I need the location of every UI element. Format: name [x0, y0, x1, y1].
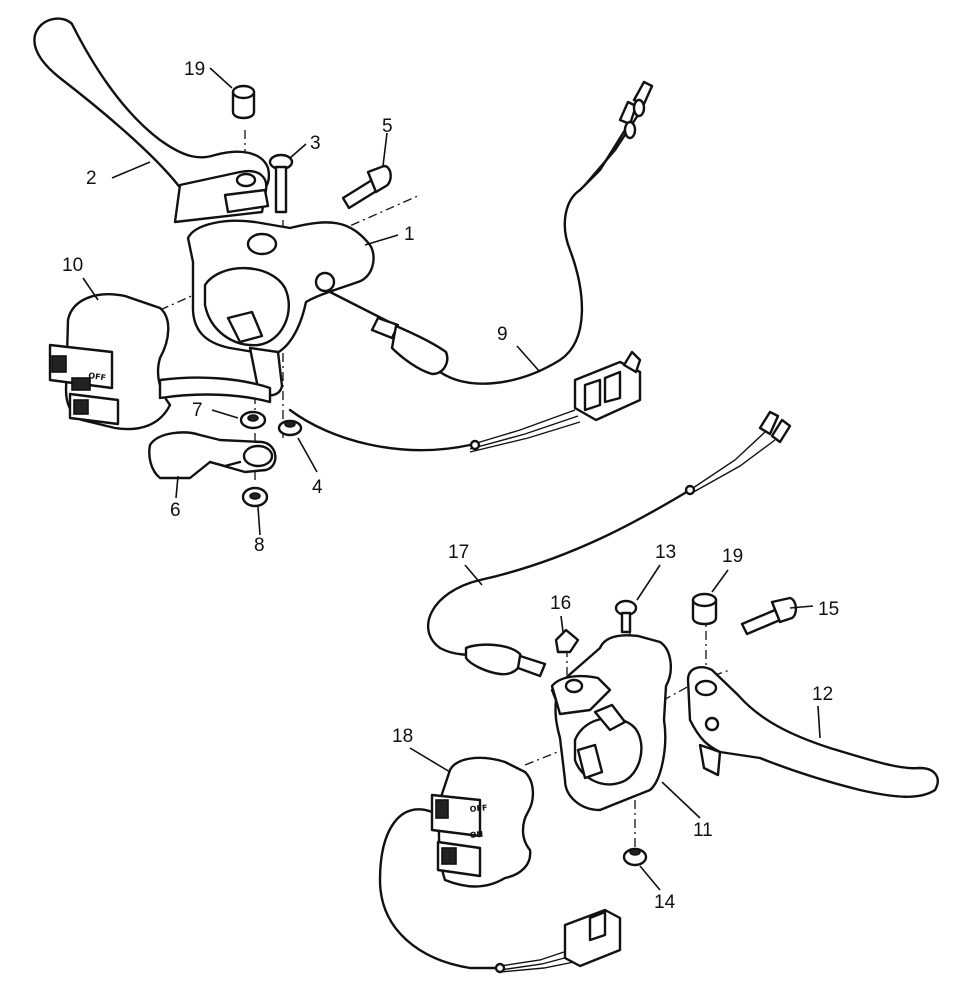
leader-lines: [82, 67, 821, 891]
callout-19-right: 19: [722, 546, 743, 567]
callout-12: 12: [812, 684, 833, 705]
brake-lever-left: [33, 17, 271, 224]
callout-9: 9: [497, 324, 508, 345]
callout-18: 18: [392, 726, 413, 747]
cap-19-right: [691, 592, 718, 626]
callout-19-left: 19: [184, 59, 205, 80]
screw-13: [614, 599, 638, 634]
lower-right-assembly: OFF ON: [378, 410, 939, 974]
clamp-6: [148, 431, 277, 480]
callout-11: 11: [693, 820, 713, 841]
callout-10: 10: [62, 255, 83, 276]
callout-3: 3: [310, 133, 321, 154]
bolt-5: [341, 164, 392, 210]
callout-2: 2: [86, 168, 97, 189]
handlebar-tube-left: [158, 376, 272, 404]
master-cylinder-housing-right: [550, 634, 672, 812]
bolt-15: [740, 596, 798, 636]
callout-4: 4: [312, 477, 323, 498]
callout-labels: 19 2 3 5 1 9 10 7 4 6 8 17 13 19 16 15 1…: [62, 59, 839, 913]
switch-housing-right: OFF ON: [430, 756, 535, 888]
brake-lever-right: [686, 666, 939, 798]
callout-15: 15: [818, 599, 839, 620]
lead-wire-17: [426, 410, 792, 678]
connector-plug-9: [573, 350, 642, 422]
callout-16: 16: [550, 593, 571, 614]
callout-6: 6: [170, 500, 181, 521]
plug-16: [554, 628, 580, 654]
callout-7: 7: [192, 400, 203, 421]
switch-housing-left: OFF: [48, 293, 172, 431]
connector-plug-18: [563, 908, 622, 968]
master-cylinder-housing: [186, 219, 375, 397]
lead-wire-9: [328, 80, 654, 385]
switch-lead-wire: [378, 808, 622, 974]
callout-5: 5: [382, 116, 393, 137]
nut-8: [241, 486, 269, 508]
callout-17: 17: [448, 542, 469, 563]
cap-19-left: [231, 84, 256, 120]
grommet-4: [277, 419, 303, 437]
lead-wire-to-connector: [288, 350, 642, 453]
switch-label-right-on: ON: [469, 830, 483, 840]
upper-left-assembly: OFF: [33, 17, 654, 508]
callout-14: 14: [654, 892, 676, 913]
switch-label-left-off: OFF: [88, 371, 107, 382]
callout-8: 8: [254, 535, 265, 556]
screw-3: [268, 153, 294, 214]
washer-7: [239, 410, 267, 430]
switch-label-right-off: OFF: [469, 803, 488, 814]
grommet-14: [622, 847, 648, 867]
callout-13: 13: [655, 542, 676, 563]
callout-1: 1: [404, 224, 415, 245]
